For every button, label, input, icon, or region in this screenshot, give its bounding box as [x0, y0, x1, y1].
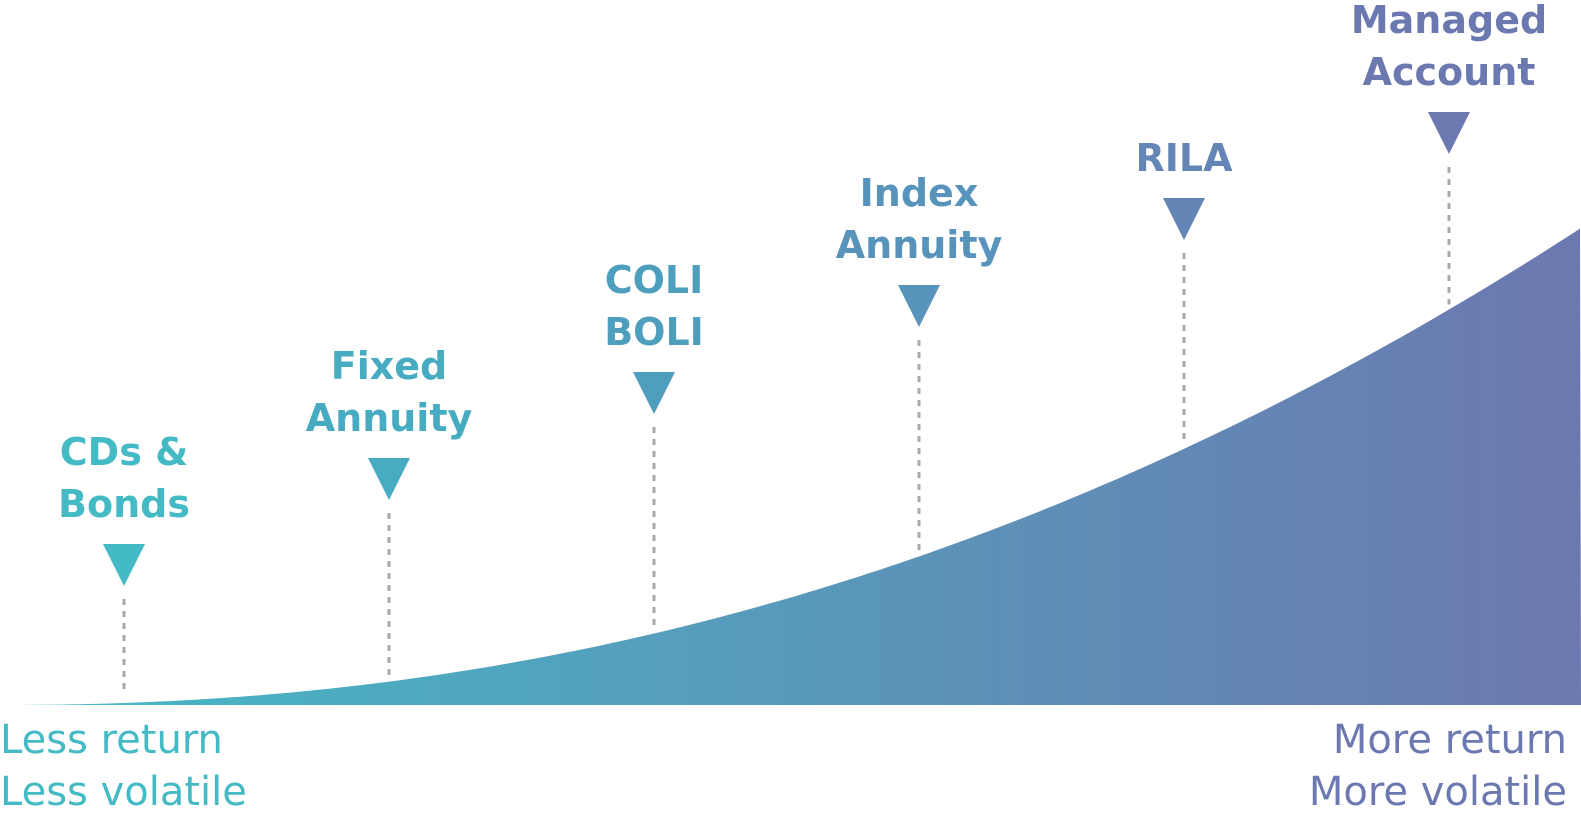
- product-label-line: Account: [1362, 50, 1536, 94]
- product-label-line: Managed: [1350, 0, 1548, 42]
- product-label-line: Index: [859, 171, 979, 215]
- marker-triangle-icon: [103, 544, 145, 586]
- product-label: RILA: [1135, 132, 1232, 184]
- product-label-line: CDs &: [59, 430, 189, 474]
- product-label-line: Fixed: [330, 344, 448, 388]
- marker-triangle-icon: [633, 372, 675, 414]
- marker-triangle-icon: [1428, 112, 1470, 154]
- product-label-line: RILA: [1135, 136, 1233, 180]
- axis-left-line2: Less volatile: [0, 769, 247, 815]
- product-label-line: BOLI: [604, 310, 704, 354]
- axis-left-label: Less return Less volatile: [0, 714, 247, 818]
- product-label: CDs & Bonds: [58, 426, 190, 530]
- product-label: COLI BOLI: [604, 254, 704, 358]
- axis-right-label: More return More volatile: [1309, 714, 1567, 818]
- product-label-line: Annuity: [835, 223, 1003, 267]
- product-label-line: Bonds: [58, 482, 190, 526]
- marker-triangle-icon: [368, 458, 410, 500]
- axis-left-line1: Less return: [0, 717, 223, 763]
- axis-right-line1: More return: [1332, 717, 1567, 763]
- marker-triangle-icon: [1163, 198, 1205, 240]
- axis-right-line2: More volatile: [1308, 769, 1567, 815]
- product-label-line: COLI: [604, 258, 704, 302]
- curve-fill: [0, 228, 1581, 705]
- marker-triangle-icon: [898, 285, 940, 327]
- product-label-line: Annuity: [305, 396, 473, 440]
